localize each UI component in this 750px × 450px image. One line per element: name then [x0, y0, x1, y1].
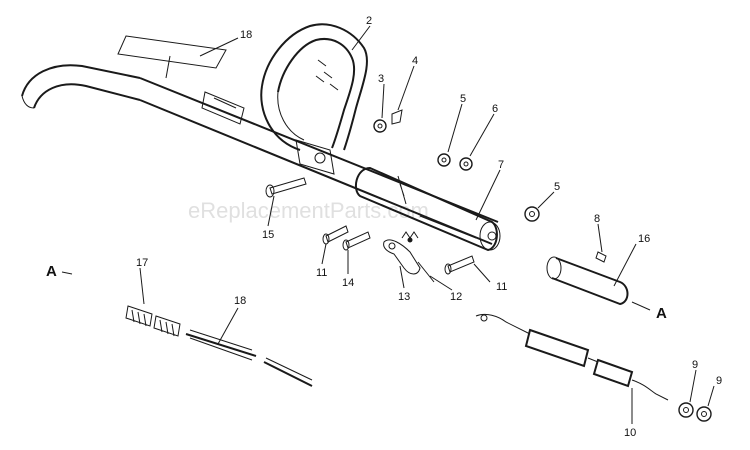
callout-17: 17 [136, 257, 148, 269]
callout-8: 8 [594, 213, 600, 225]
coupler-tube [546, 251, 629, 306]
trigger-assembly [383, 231, 435, 283]
callout-11-right: 11 [496, 281, 507, 293]
section-marker-left: A [46, 263, 57, 280]
callout-12: 12 [450, 291, 462, 303]
loop-handle [260, 23, 368, 175]
callout-5-upper: 5 [460, 93, 466, 105]
callout-3: 3 [378, 73, 384, 85]
callout-14: 14 [342, 277, 354, 289]
callout-15: 15 [262, 229, 274, 241]
throttle-housing [354, 166, 501, 252]
section-marker-right: A [656, 305, 667, 322]
callout-13: 13 [398, 291, 410, 303]
callout-5-lower: 5 [554, 181, 560, 193]
callout-16: 16 [638, 233, 650, 245]
screws [265, 177, 475, 275]
callout-9-right: 9 [716, 375, 722, 387]
decal-part [117, 35, 239, 79]
callout-18-upper: 18 [240, 29, 252, 41]
throttle-cable [475, 313, 712, 422]
callout-11-left: 11 [316, 267, 327, 279]
callout-2: 2 [366, 15, 372, 27]
callout-9-left: 9 [692, 359, 698, 371]
callout-10: 10 [624, 427, 636, 439]
callout-18-lower: 18 [234, 295, 246, 307]
callout-4: 4 [412, 55, 418, 67]
callout-labels: 2 3 4 5 6 7 5 8 16 18 15 11 14 13 12 11 … [136, 15, 722, 439]
callout-7: 7 [498, 159, 504, 171]
leader-lines [61, 25, 715, 424]
drive-parts [125, 305, 313, 387]
nuts [373, 109, 540, 222]
callout-6: 6 [492, 103, 498, 115]
